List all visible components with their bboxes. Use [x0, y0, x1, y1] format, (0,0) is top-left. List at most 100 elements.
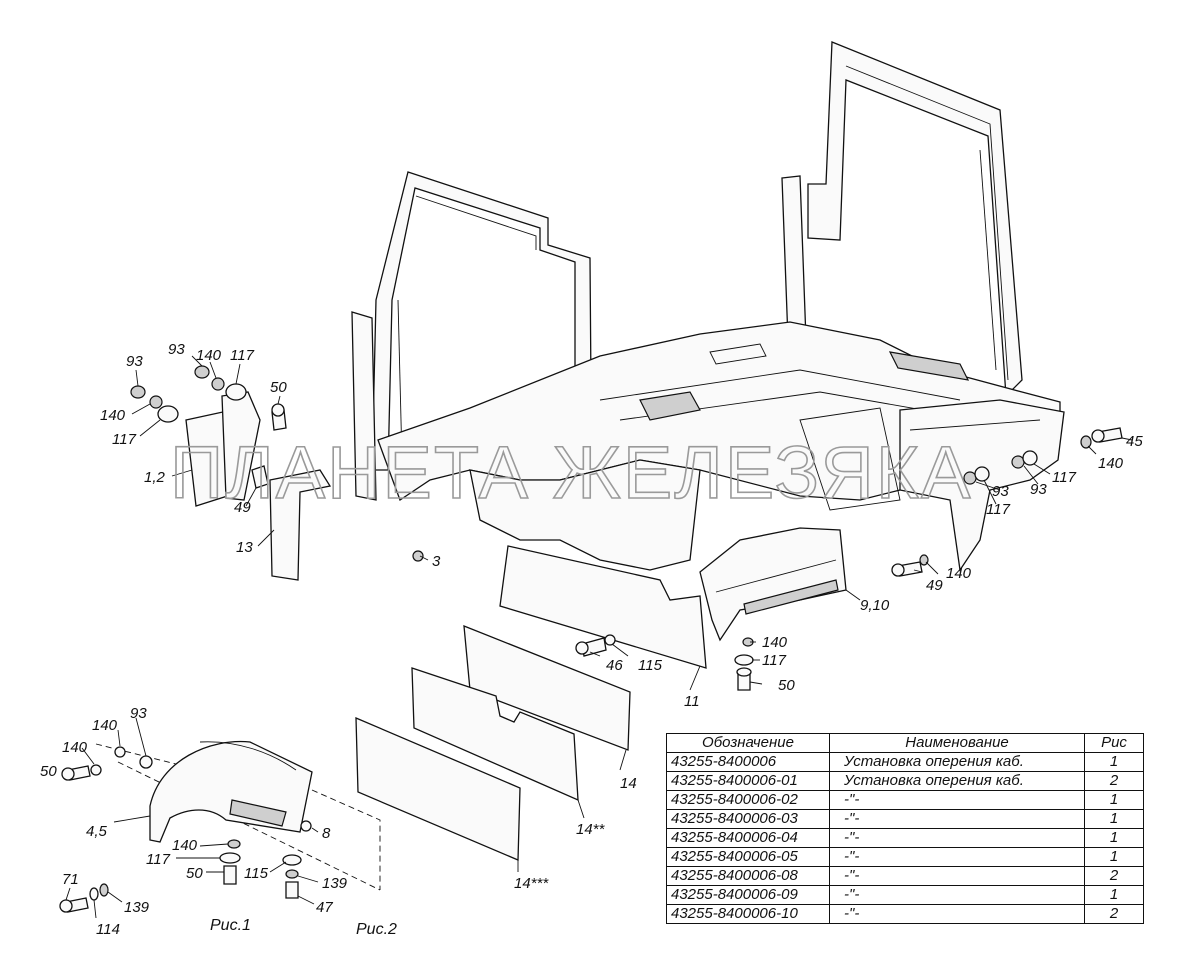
cell-designation: 43255-8400006-03: [666, 809, 830, 829]
bracket-13-lower: [269, 469, 332, 581]
label-93-c: 93: [1030, 481, 1047, 498]
callout-labels: 93 140 117 93 140 117 50 1,2 49 13 3 45 …: [40, 341, 1143, 938]
label-93-d: 93: [992, 483, 1009, 500]
label-117: 117: [112, 431, 137, 448]
spec-table: Обозначение Наименование Рис 43255-84000…: [666, 733, 1144, 924]
label-115: 115: [638, 657, 663, 674]
fender-badge: [229, 799, 287, 827]
label-139-b: 139: [124, 899, 150, 916]
washer-117: [157, 405, 179, 423]
cell-figure: 2: [1084, 866, 1144, 886]
leader-lines: [65, 355, 1133, 919]
header-name: Наименование: [829, 733, 1085, 753]
panel-14: [463, 625, 631, 751]
table-row: 43255-8400006-04 -"- 1: [666, 828, 1144, 848]
cab-left-pillar: [351, 311, 377, 501]
label-117-f: 117: [146, 851, 171, 868]
nut-93: [130, 385, 146, 399]
cell-name: -"-: [829, 885, 1085, 905]
bolt-45-head: [1091, 429, 1105, 443]
label-9-10: 9,10: [860, 597, 890, 614]
table-row: 43255-8400006-08 -"- 2: [666, 866, 1144, 886]
label-117-d: 117: [986, 501, 1011, 518]
washer-117-e: [734, 654, 754, 666]
bolt-50-head: [271, 403, 285, 417]
washer-139-b: [99, 883, 109, 897]
cell-figure: 1: [1084, 752, 1144, 772]
table-row: 43255-8400006 Установка оперения каб. 1: [666, 752, 1144, 772]
washer-140-h: [227, 839, 241, 849]
label-140-b: 140: [196, 347, 222, 364]
cell-designation: 43255-8400006-05: [666, 847, 830, 867]
label-93-b: 93: [168, 341, 185, 358]
label-117-c: 117: [1052, 469, 1077, 486]
washer-8: [300, 820, 312, 832]
washer-115: [604, 634, 616, 646]
label-140: 140: [100, 407, 126, 424]
cell-name: -"-: [829, 828, 1085, 848]
label-14-double-star: 14**: [576, 821, 606, 838]
cab-right-fender: [899, 399, 1065, 572]
washer-140-d: [919, 554, 929, 566]
cab-right-door-frame: [807, 41, 1023, 398]
cab-frame: [351, 41, 1065, 572]
table-row: 43255-8400006-05 -"- 1: [666, 847, 1144, 867]
label-140-f: 140: [92, 717, 118, 734]
cell-designation: 43255-8400006: [666, 752, 830, 772]
screw-3: [412, 550, 424, 562]
fender-4-5: [149, 740, 313, 843]
label-4-5: 4,5: [86, 823, 108, 840]
label-117-b: 117: [230, 347, 255, 364]
cell-name: Установка оперения каб.: [829, 752, 1085, 772]
label-3: 3: [432, 553, 441, 570]
label-93-e: 93: [130, 705, 147, 722]
cell-designation: 43255-8400006-08: [666, 866, 830, 886]
label-13: 13: [236, 539, 253, 556]
cab-front-wall: [469, 459, 701, 571]
spec-table-header: Обозначение Наименование Рис: [666, 733, 1144, 753]
label-140-e: 140: [762, 634, 788, 651]
label-140-c: 140: [1098, 455, 1124, 472]
label-117-e: 117: [762, 652, 787, 669]
label-50-b: 50: [778, 677, 795, 694]
table-row: 43255-8400006-03 -"- 1: [666, 809, 1144, 829]
washer-140: [149, 395, 163, 409]
cell-name: -"-: [829, 790, 1085, 810]
label-8: 8: [322, 825, 331, 842]
header-designation: Обозначение: [666, 733, 830, 753]
bolt-49-b-head: [891, 563, 905, 577]
table-row: 43255-8400006-01 Установка оперения каб.…: [666, 771, 1144, 791]
label-71: 71: [62, 871, 79, 888]
bolt-47: [285, 881, 299, 899]
cell-name: Установка оперения каб.: [829, 771, 1085, 791]
label-47: 47: [316, 899, 333, 916]
cell-figure: 1: [1084, 885, 1144, 905]
caption-fig1: Рис.1: [210, 917, 251, 934]
label-50: 50: [270, 379, 287, 396]
label-140-d: 140: [946, 565, 972, 582]
label-14-triple-star: 14***: [514, 875, 549, 892]
cell-designation: 43255-8400006-10: [666, 904, 830, 924]
cell-name: -"-: [829, 866, 1085, 886]
washer-140-f: [114, 746, 126, 758]
table-row: 43255-8400006-10 -"- 2: [666, 904, 1144, 924]
cell-figure: 2: [1084, 904, 1144, 924]
label-50-c: 50: [40, 763, 57, 780]
label-45: 45: [1126, 433, 1143, 450]
bolt-49: [251, 465, 269, 489]
label-93: 93: [126, 353, 143, 370]
nut-93-b: [194, 365, 210, 379]
label-11: 11: [684, 693, 700, 710]
washer-117-f: [219, 852, 241, 864]
washer-140-c: [1080, 435, 1092, 449]
cell-name: -"-: [829, 847, 1085, 867]
table-row: 43255-8400006-09 -"- 1: [666, 885, 1144, 905]
washer-140-b: [211, 377, 225, 391]
floor-hatch: [639, 391, 701, 421]
cell-name: -"-: [829, 904, 1085, 924]
bolt-46-head: [575, 641, 589, 655]
cell-figure: 1: [1084, 809, 1144, 829]
cab-left-door-frame: [371, 171, 593, 530]
mudguard-9-10: [699, 527, 847, 642]
cab-right-pillar: [781, 175, 807, 341]
